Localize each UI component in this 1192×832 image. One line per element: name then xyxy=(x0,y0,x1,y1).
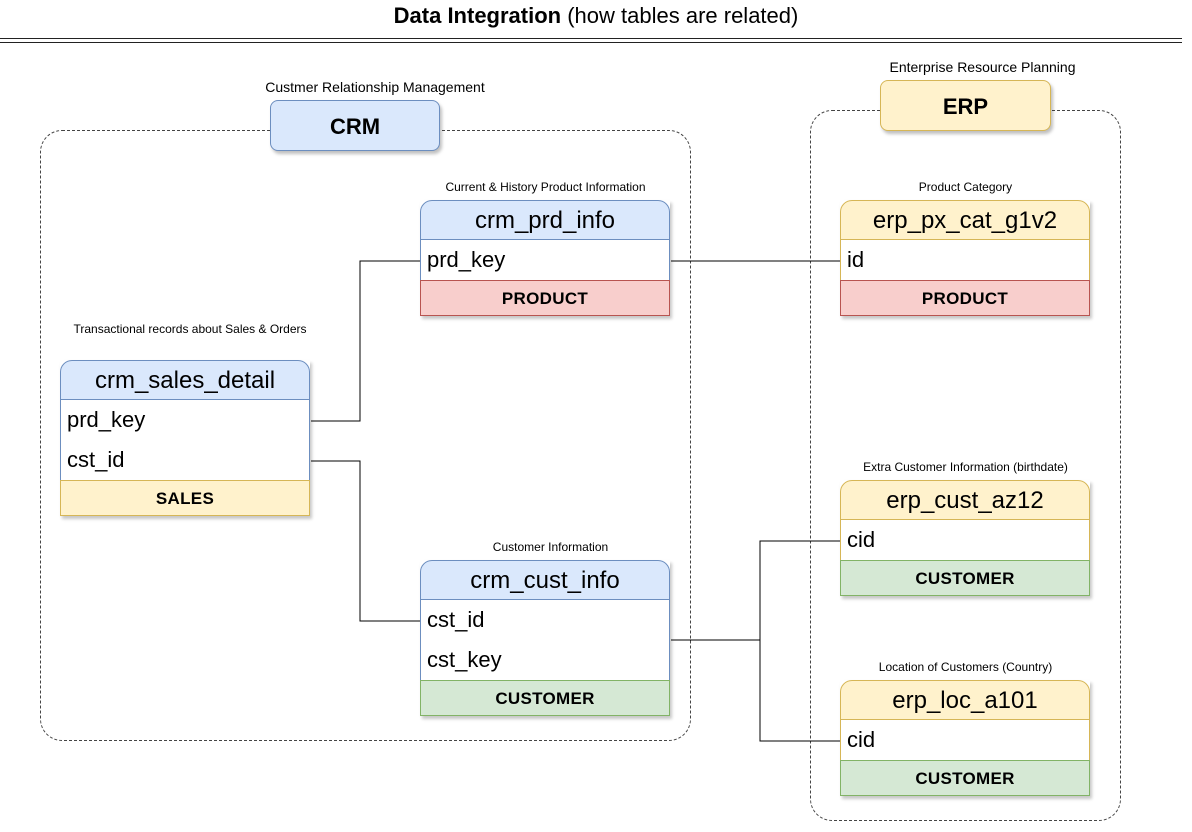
category-badge: CUSTOMER xyxy=(840,760,1090,796)
crm-prd-info-caption: Current & History Product Information xyxy=(445,180,646,194)
title-underline-2 xyxy=(0,42,1182,43)
erp-group-caption: Enterprise Resource Planning xyxy=(889,59,1076,75)
category-badge: SALES xyxy=(60,480,310,516)
table-field: id xyxy=(840,240,1090,280)
table-header: erp_loc_a101 xyxy=(840,680,1090,720)
table-header: crm_sales_detail xyxy=(60,360,310,400)
crm-cust-info-table: crm_cust_info cst_id cst_key CUSTOMER xyxy=(420,560,670,716)
link-sales-cst-id xyxy=(311,460,420,622)
erp-group-label: ERP xyxy=(880,80,1051,131)
table-field: cid xyxy=(840,720,1090,760)
crm-prd-info-table: crm_prd_info prd_key PRODUCT xyxy=(420,200,670,316)
table-header: crm_cust_info xyxy=(420,560,670,600)
erp-cust-az12-table: erp_cust_az12 cid CUSTOMER xyxy=(840,480,1090,596)
title-bold: Data Integration xyxy=(393,3,562,28)
crm-group-label: CRM xyxy=(270,100,440,151)
table-field: prd_key xyxy=(420,240,670,280)
crm-sales-detail-table: crm_sales_detail prd_key cst_id SALES xyxy=(60,360,310,516)
category-badge: PRODUCT xyxy=(840,280,1090,316)
table-field: cst_id xyxy=(420,600,670,640)
table-field: cid xyxy=(840,520,1090,560)
table-header: crm_prd_info xyxy=(420,200,670,240)
table-header: erp_px_cat_g1v2 xyxy=(840,200,1090,240)
category-badge: PRODUCT xyxy=(420,280,670,316)
crm-sales-detail-caption: Transactional records about Sales & Orde… xyxy=(73,322,307,336)
link-sales-prd-key xyxy=(311,260,420,422)
erp-cust-az12-caption: Extra Customer Information (birthdate) xyxy=(863,460,1068,474)
erp-loc-a101-caption: Location of Customers (Country) xyxy=(878,660,1053,674)
erp-px-cat-caption: Product Category xyxy=(918,180,1013,194)
link-cust-to-loc xyxy=(759,640,840,742)
table-header: erp_cust_az12 xyxy=(840,480,1090,520)
table-field: prd_key xyxy=(60,400,310,440)
title-rest: (how tables are related) xyxy=(561,3,799,28)
crm-cust-info-caption: Customer Information xyxy=(492,540,609,554)
erp-loc-a101-table: erp_loc_a101 cid CUSTOMER xyxy=(840,680,1090,796)
title-underline xyxy=(0,38,1182,39)
page-title: Data Integration (how tables are related… xyxy=(0,3,1192,29)
crm-group-caption: Custmer Relationship Management xyxy=(265,79,485,95)
category-badge: CUSTOMER xyxy=(840,560,1090,596)
link-cust-to-az12 xyxy=(671,540,840,641)
table-field: cst_key xyxy=(420,640,670,680)
category-badge: CUSTOMER xyxy=(420,680,670,716)
erp-px-cat-table: erp_px_cat_g1v2 id PRODUCT xyxy=(840,200,1090,316)
table-field: cst_id xyxy=(60,440,310,480)
